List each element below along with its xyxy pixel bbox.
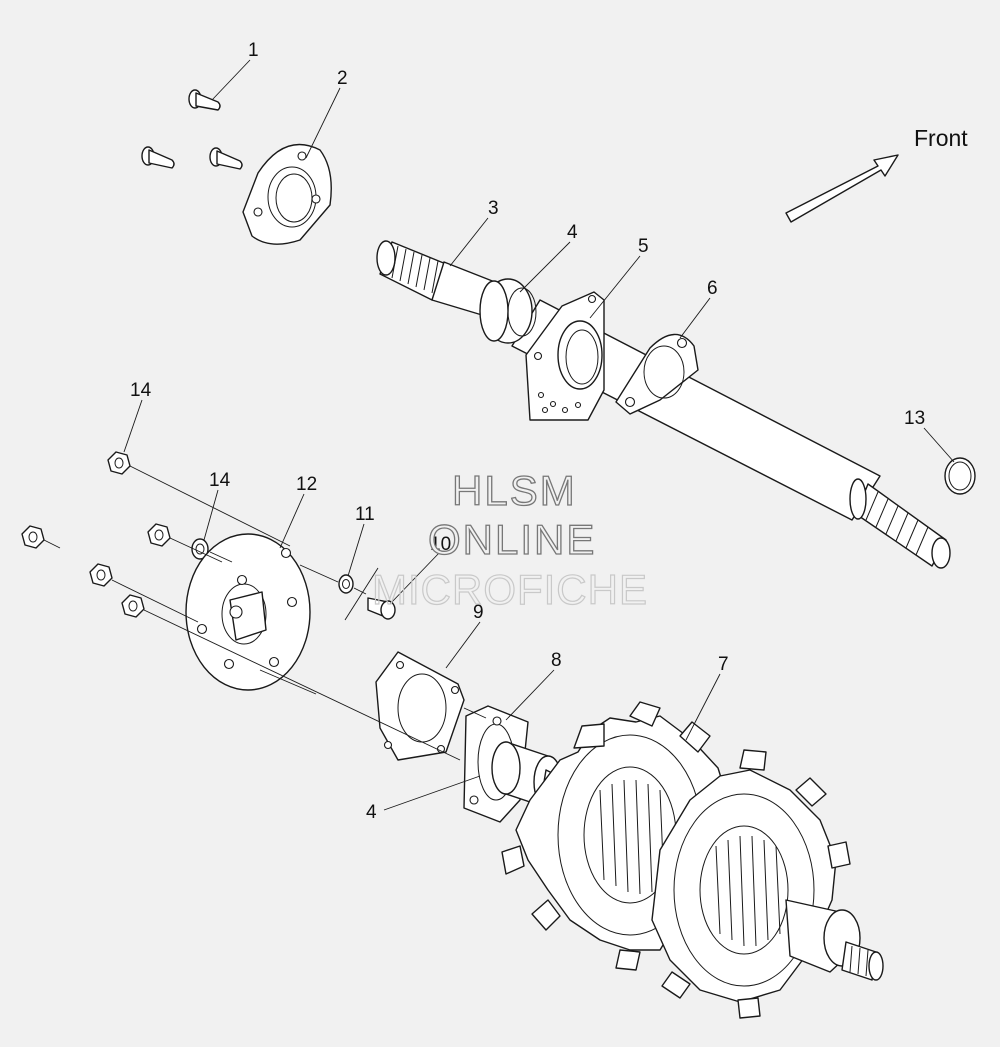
callout-12: 12 [296,474,317,495]
callout-numbers: 1 2 3 4 5 6 7 8 9 10 11 12 13 14 14 4 [130,40,925,823]
front-label: Front [914,125,968,151]
part-2-flange [242,143,332,245]
part-14-nuts [21,451,209,618]
watermark-line-2: ONLINE [428,516,596,563]
watermark-line-3: MICROFICHE [372,566,648,613]
callout-9: 9 [473,602,484,623]
front-arrow [785,154,899,223]
part-10-pin [367,597,396,620]
callout-leaders [123,59,955,811]
part-6-gasket [615,333,699,415]
callout-11: 11 [355,504,375,525]
part-4-bearing-upper [479,278,537,344]
callout-3: 3 [488,198,499,219]
callout-2: 2 [337,68,348,89]
callout-14-lower: 14 [209,470,231,491]
assembly-center-lines [43,465,487,761]
watermark: HLSM ONLINE MICROFICHE [371,466,648,613]
part-5-housing-plate [525,291,605,421]
part-11-washer [338,574,354,594]
callout-1: 1 [248,40,259,61]
part-7-drive-sprocket [501,701,884,1019]
callout-4-upper: 4 [567,222,578,243]
callout-6: 6 [707,278,718,299]
callout-10: 10 [430,534,451,555]
part-12-hub-flange [185,533,311,691]
callout-13: 13 [904,408,925,429]
callout-8: 8 [551,650,562,671]
callout-4-lower: 4 [366,802,377,823]
callout-7: 7 [718,654,729,675]
part-9-gasket [375,651,465,761]
callout-5: 5 [638,236,649,257]
part-13-o-ring [944,457,976,495]
part-1-bolts [141,89,243,170]
watermark-line-1: HLSM [452,467,577,514]
callout-14-upper: 14 [130,380,152,401]
